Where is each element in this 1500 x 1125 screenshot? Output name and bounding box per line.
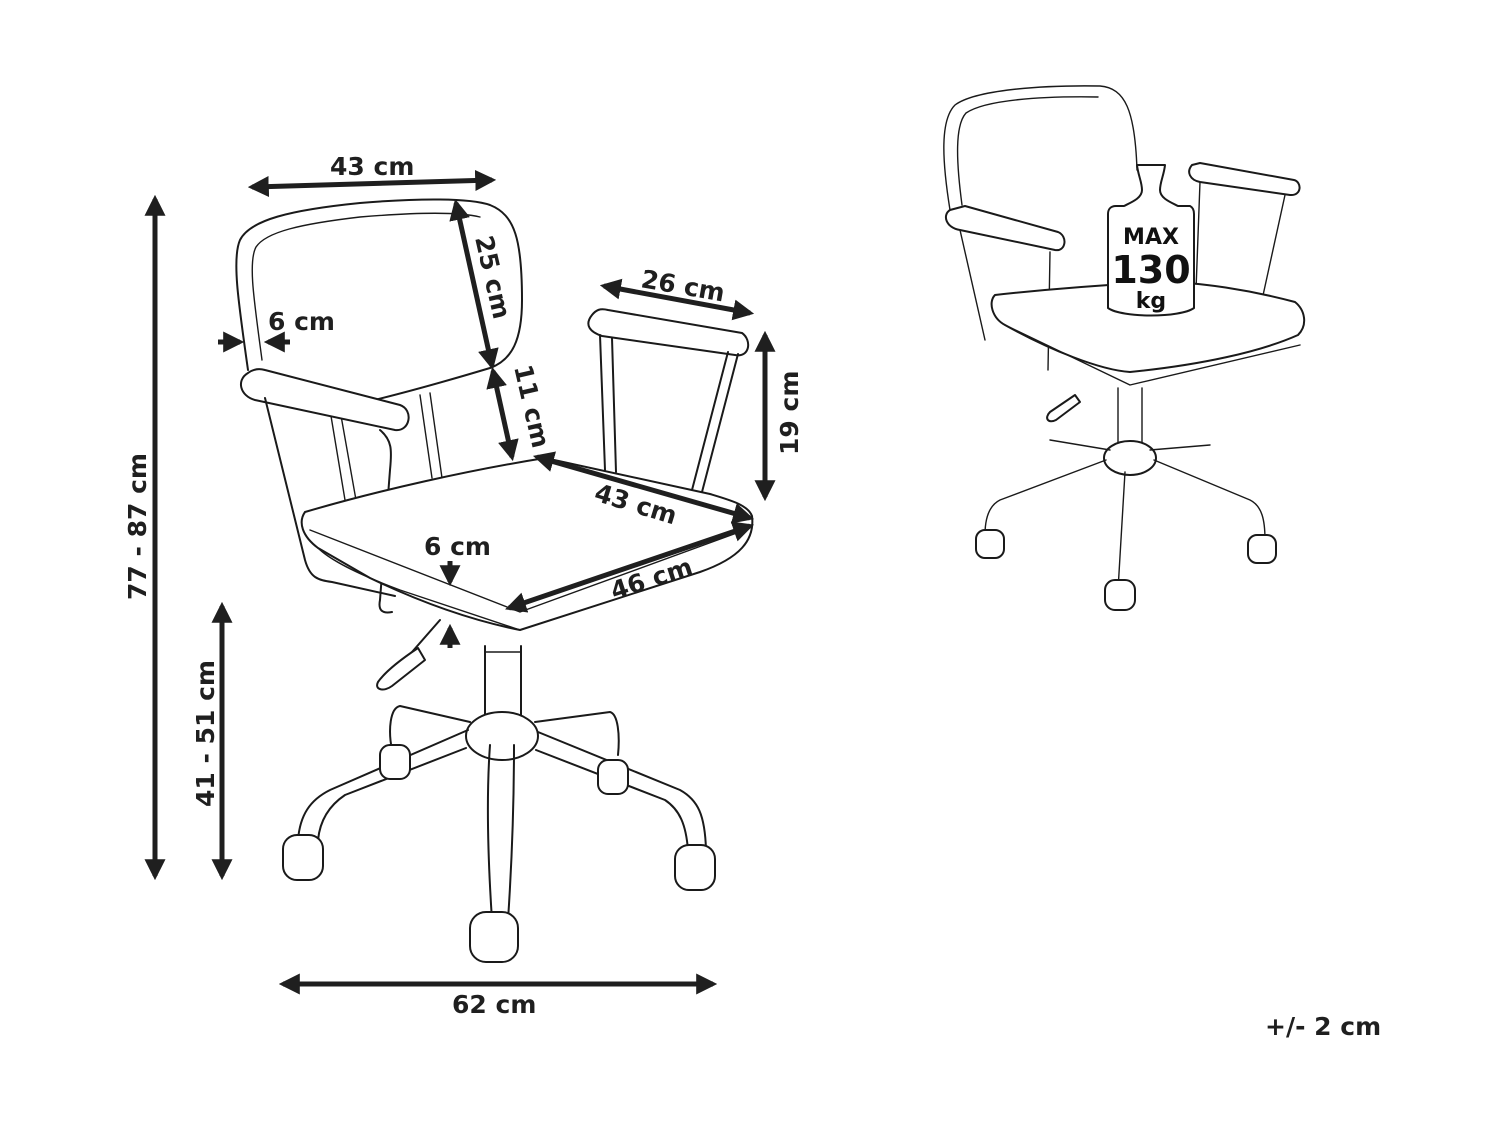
dim-gap-back-seat — [486, 366, 519, 462]
dim-armrest-length — [599, 278, 755, 321]
label-backrest-height: 25 cm — [469, 233, 516, 322]
dim-backrest-width — [247, 169, 497, 198]
dim-seat-width — [505, 521, 754, 613]
label-seat-thickness: 6 cm — [424, 532, 491, 561]
label-backrest-thickness: 6 cm — [268, 307, 335, 336]
label-base-width: 62 cm — [452, 990, 536, 1019]
dimension-lines — [144, 169, 776, 995]
label-gap-back-seat: 11 cm — [508, 362, 555, 451]
chair-drawing-weight — [943, 85, 1306, 611]
label-total-height: 77 - 87 cm — [123, 453, 152, 600]
label-armrest-height: 19 cm — [775, 371, 804, 455]
badge-max-text: MAX — [1123, 225, 1179, 250]
dim-backrest-height — [449, 198, 499, 371]
badge-weight-unit: kg — [1136, 289, 1166, 314]
weight-capacity-badge: MAX 130 kg — [1107, 164, 1195, 317]
tolerance-note: +/- 2 cm — [1265, 1012, 1382, 1041]
label-seat-height: 41 - 51 cm — [191, 660, 220, 807]
dim-seat-depth — [532, 451, 755, 524]
badge-weight-value: 130 — [1111, 248, 1190, 292]
label-backrest-width: 43 cm — [330, 152, 414, 181]
